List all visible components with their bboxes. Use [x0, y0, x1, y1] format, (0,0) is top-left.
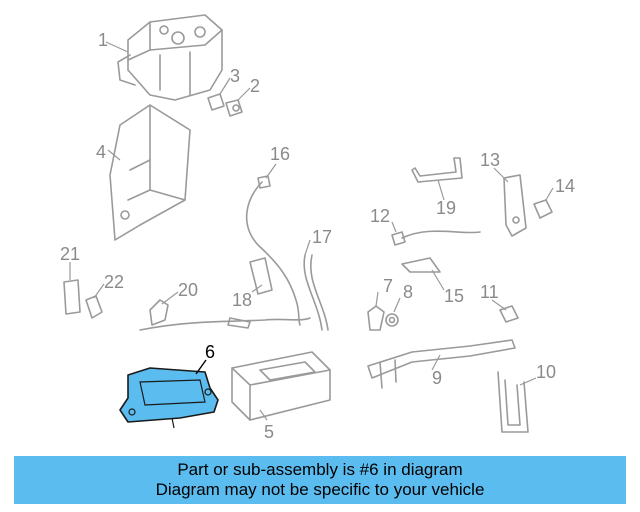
info-banner: Part or sub-assembly is #6 in diagram Di…: [14, 456, 626, 504]
part-15-bracket: [401, 257, 441, 273]
part-16-sensor-cable: [245, 175, 301, 326]
part-18-bracket: [139, 257, 311, 331]
part-8-nut: [385, 313, 399, 327]
callout-14[interactable]: 14: [555, 176, 575, 196]
callout-13[interactable]: 13: [480, 150, 500, 170]
callout-5[interactable]: 5: [264, 422, 274, 442]
callout-8[interactable]: 8: [403, 282, 413, 302]
callout-2[interactable]: 2: [250, 76, 260, 96]
callout-7[interactable]: 7: [383, 276, 393, 296]
callout-12[interactable]: 12: [370, 206, 390, 226]
callout-9[interactable]: 9: [432, 368, 442, 388]
callout-22[interactable]: 22: [104, 272, 124, 292]
part-1-abs-modulator: [117, 14, 223, 101]
callout-6[interactable]: 6: [205, 342, 215, 362]
part-10-strap: [497, 371, 529, 433]
part-3-grommet: [207, 93, 225, 111]
callout-3[interactable]: 3: [230, 66, 240, 86]
part-14-connector: [533, 199, 553, 219]
callout-10[interactable]: 10: [536, 362, 556, 382]
banner-line-1: Part or sub-assembly is #6 in diagram: [177, 460, 463, 479]
leader-lines: [69, 41, 554, 421]
part-6-highlighted-bracket: [119, 367, 219, 429]
part-21-bracket: [63, 279, 81, 315]
callout-15[interactable]: 15: [444, 286, 464, 306]
callout-11[interactable]: 11: [480, 282, 499, 302]
banner-line-2: Diagram may not be specific to your vehi…: [155, 480, 485, 499]
callout-4[interactable]: 4: [96, 142, 106, 162]
callout-16[interactable]: 16: [270, 144, 290, 164]
callout-21[interactable]: 21: [60, 244, 80, 264]
part-20-clip: [149, 299, 169, 326]
part-9-long-bracket: [367, 339, 516, 389]
part-19-bracket: [411, 157, 463, 183]
callout-1[interactable]: 1: [98, 30, 108, 50]
part-7-sensor: [367, 305, 385, 331]
part-12-sensor: [391, 230, 481, 246]
part-11-clip: [499, 305, 519, 323]
callout-numbers: 1 2 3 4 5 6 7 8 9 10 11 12 13 14 15 16 1…: [60, 30, 575, 442]
callout-17[interactable]: 17: [312, 227, 332, 247]
part-5-control-module: [231, 351, 331, 421]
part-22-clip: [85, 295, 103, 319]
part-2-fitting: [225, 99, 243, 117]
part-17-hose: [303, 254, 329, 331]
callout-19[interactable]: 19: [436, 198, 456, 218]
part-4-bracket: [109, 104, 191, 241]
callout-20[interactable]: 20: [178, 280, 198, 300]
callout-18[interactable]: 18: [232, 290, 252, 310]
part-13-bracket: [503, 174, 527, 237]
parts-diagram: 1 2 3 4 5 6 7 8 9 10 11 12 13 14 15 16 1…: [60, 14, 575, 442]
